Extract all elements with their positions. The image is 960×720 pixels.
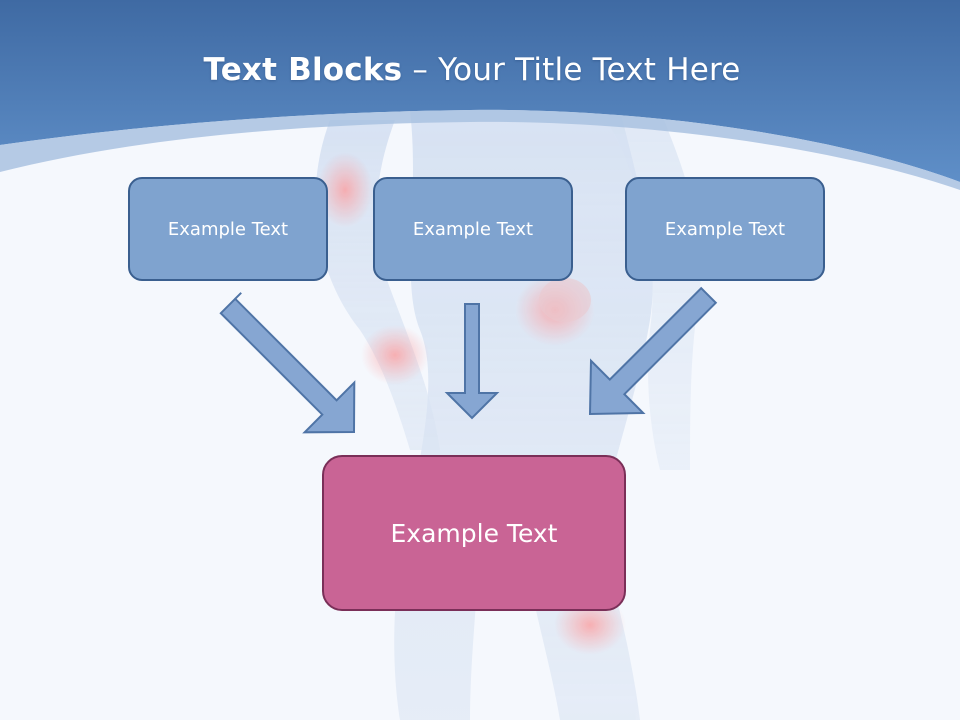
title-bold: Text Blocks [203,52,403,88]
text-block-bottom[interactable]: Example Text [322,455,626,611]
header-band [0,0,960,182]
text-block-label: Example Text [664,218,786,240]
text-block-label: Example Text [167,218,289,240]
arrow-center-down [444,303,500,420]
arrow-left-to-center [219,292,356,434]
header-wave-highlight [0,109,960,190]
text-block-label: Example Text [390,518,558,548]
text-block-top-center[interactable]: Example Text [373,177,573,281]
text-block-top-left[interactable]: Example Text [128,177,328,281]
title-separator: – [402,52,439,88]
arrow-right-to-center [588,286,718,416]
text-block-top-right[interactable]: Example Text [625,177,825,281]
slide-title: Text Blocks – Your Title Text Here [0,52,944,88]
title-rest: Your Title Text Here [438,52,741,88]
text-block-label: Example Text [412,218,534,240]
